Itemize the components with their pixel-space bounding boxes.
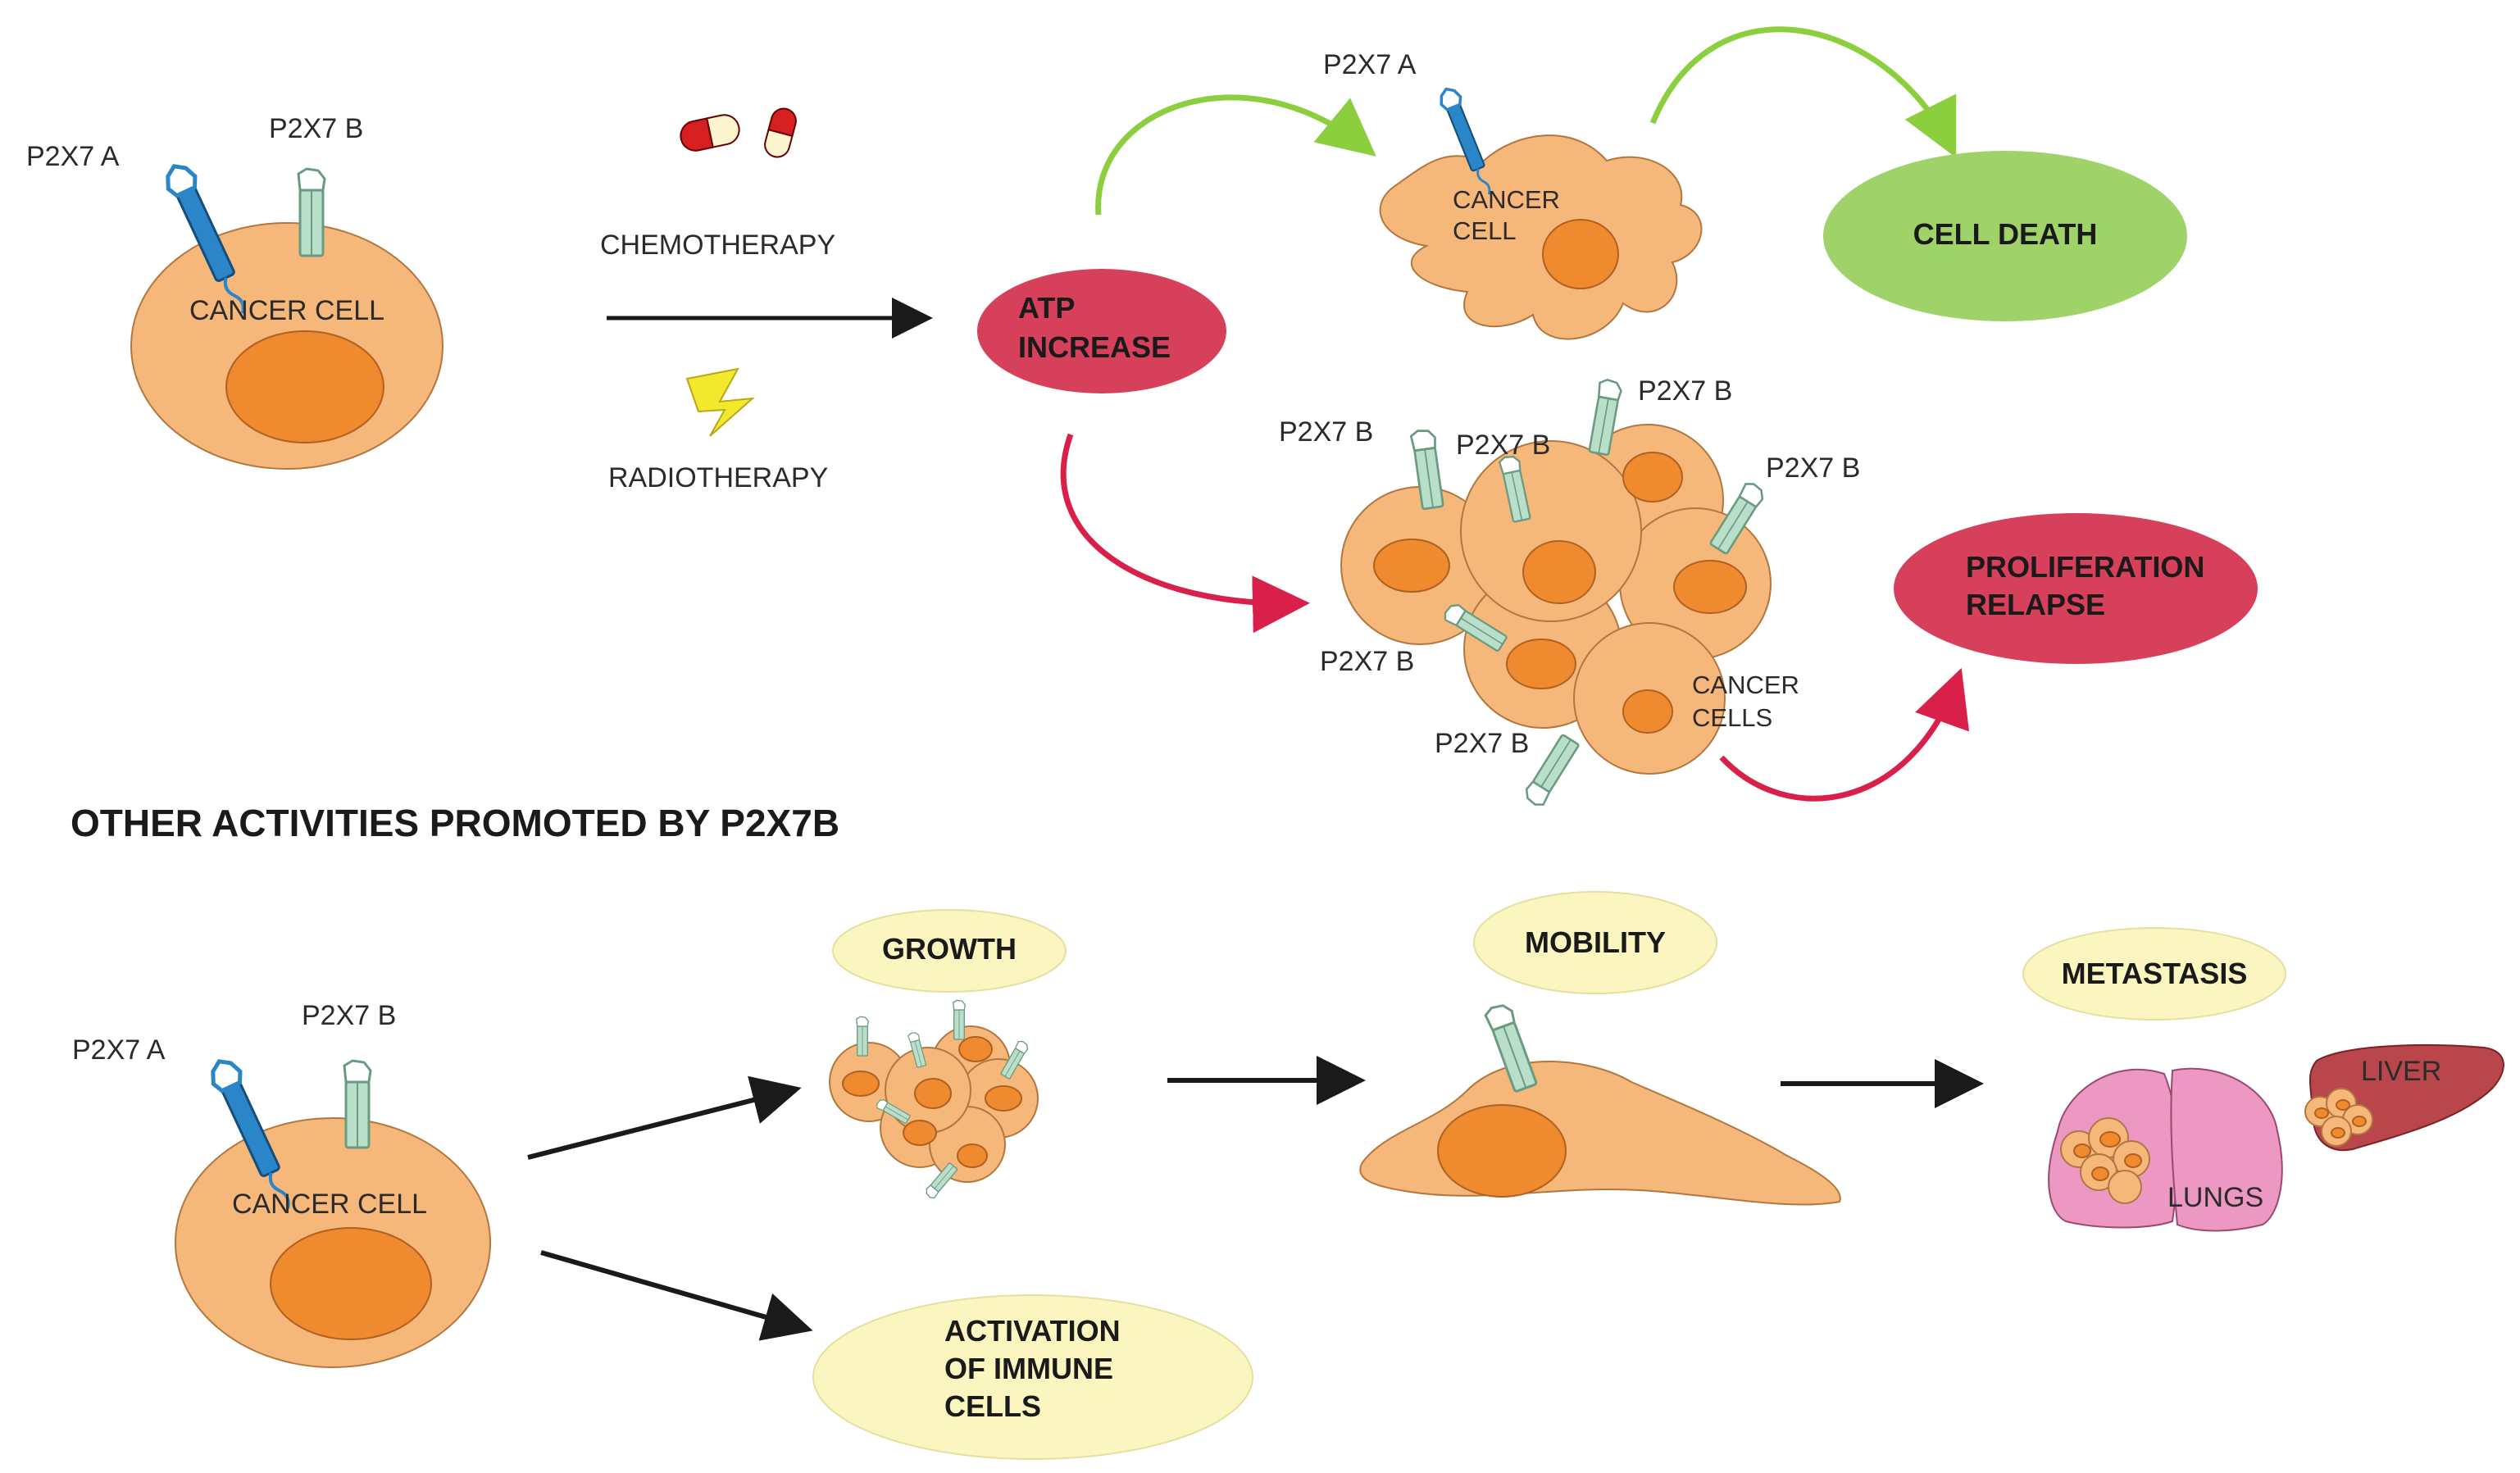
cancer-cell-label: CANCER CELL bbox=[189, 295, 384, 326]
growth-badge: GROWTH bbox=[832, 909, 1067, 993]
arrow-to-growth bbox=[527, 1075, 802, 1160]
red-arrow-to-proliferation bbox=[1719, 667, 1970, 802]
svg-text:CELLS: CELLS bbox=[944, 1389, 1041, 1423]
svg-text:ACTIVATION: ACTIVATION bbox=[944, 1314, 1121, 1348]
svg-text:METASTASIS: METASTASIS bbox=[2062, 957, 2248, 990]
top-left-cancer-cell: CANCER CELL bbox=[130, 160, 444, 470]
cluster-receptor-label-5: P2X7 B bbox=[1320, 646, 1414, 677]
svg-text:CANCER: CANCER bbox=[1453, 185, 1560, 214]
svg-text:RELAPSE: RELAPSE bbox=[1966, 588, 2105, 621]
svg-text:LIVER: LIVER bbox=[2361, 1056, 2441, 1087]
section-title: OTHER ACTIVITIES PROMOTED BY P2X7B bbox=[71, 802, 839, 844]
upper-p2x7a-label: P2X7 A bbox=[1323, 49, 1417, 80]
bottom-left-cancer-cell: CANCER CELL bbox=[175, 1055, 491, 1368]
cluster-receptor-label-6: P2X7 B bbox=[1435, 728, 1529, 759]
svg-text:LUNGS: LUNGS bbox=[2167, 1182, 2263, 1213]
green-arrow-to-death bbox=[1649, 26, 1957, 158]
svg-text:GROWTH: GROWTH bbox=[882, 932, 1017, 966]
p2x7b-label: P2X7 B bbox=[269, 113, 363, 144]
cluster-receptor-label-4: P2X7 B bbox=[1766, 452, 1860, 484]
arrow-to-immune bbox=[540, 1250, 813, 1341]
cancer-cell-cluster: CANCER CELLS bbox=[1340, 377, 1799, 810]
svg-text:MOBILITY: MOBILITY bbox=[1525, 925, 1666, 959]
mobility-badge: MOBILITY bbox=[1473, 891, 1717, 994]
svg-text:CELL DEATH: CELL DEATH bbox=[1913, 217, 2098, 251]
bottom-p2x7b-label: P2X7 B bbox=[302, 1000, 396, 1031]
receptor-b-icon bbox=[1521, 732, 1581, 810]
cluster-receptor-label-3: P2X7 B bbox=[1638, 375, 1732, 407]
migrating-cancer-cell bbox=[1359, 1000, 1841, 1206]
svg-text:CANCER: CANCER bbox=[1692, 671, 1799, 699]
svg-text:CELL: CELL bbox=[1453, 216, 1517, 245]
pill-icon bbox=[680, 107, 797, 158]
svg-text:PROLIFERATION: PROLIFERATION bbox=[1966, 550, 2204, 584]
cluster-receptor-label-1: P2X7 B bbox=[1279, 416, 1373, 448]
bottom-p2x7a-label: P2X7 A bbox=[72, 1034, 166, 1066]
proliferation-relapse-node: PROLIFERATION RELAPSE bbox=[1894, 513, 2258, 664]
svg-text:CELLS: CELLS bbox=[1692, 703, 1772, 732]
cluster-receptor-label-2: P2X7 B bbox=[1456, 430, 1550, 461]
cancer-cell-label: CANCER CELL bbox=[232, 1189, 427, 1220]
p2x7a-label: P2X7 A bbox=[26, 141, 120, 172]
svg-text:OF IMMUNE: OF IMMUNE bbox=[944, 1352, 1113, 1385]
atp-increase-node: ATP INCREASE bbox=[977, 269, 1226, 393]
svg-text:ATP: ATP bbox=[1018, 291, 1075, 325]
lightning-icon bbox=[685, 367, 755, 437]
radiotherapy-label: RADIOTHERAPY bbox=[608, 462, 828, 493]
receptor-b-icon bbox=[343, 1059, 372, 1149]
lungs-icon: LUNGS bbox=[2048, 1067, 2283, 1232]
metastasis-badge: METASTASIS bbox=[2022, 927, 2286, 1021]
chemotherapy-label: CHEMOTHERAPY bbox=[600, 230, 835, 261]
svg-text:INCREASE: INCREASE bbox=[1018, 330, 1171, 364]
cell-death-node: CELL DEATH bbox=[1823, 151, 2187, 321]
liver-icon: LIVER bbox=[2304, 1044, 2504, 1152]
green-arrow-to-cell bbox=[1095, 94, 1376, 216]
immune-activation-node: ACTIVATION OF IMMUNE CELLS bbox=[812, 1294, 1253, 1460]
receptor-b-icon bbox=[297, 167, 326, 257]
upper-cancer-cell: CANCER CELL bbox=[1379, 84, 1703, 340]
growth-cluster bbox=[829, 999, 1039, 1201]
red-arrow-to-cluster bbox=[1060, 433, 1310, 634]
